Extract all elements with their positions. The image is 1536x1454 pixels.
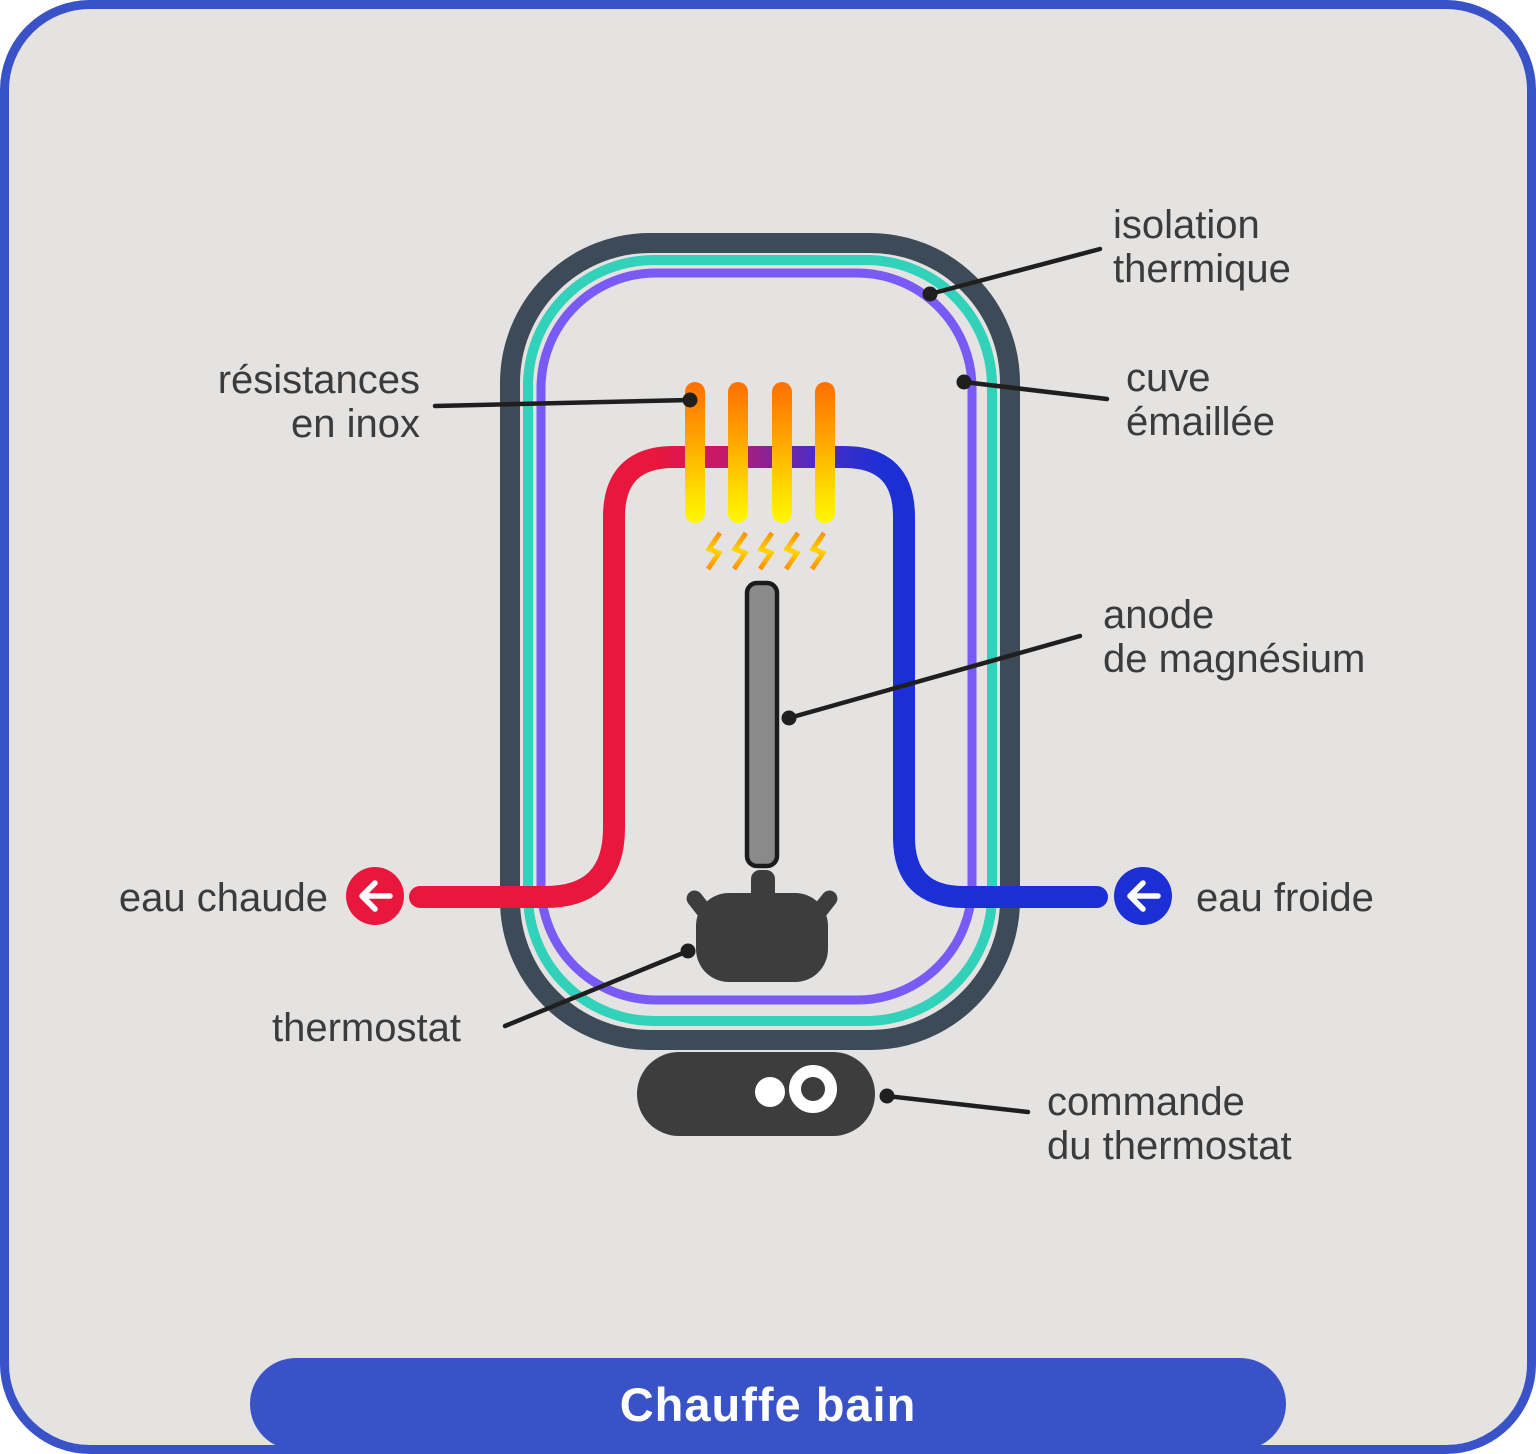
heating-rod xyxy=(685,382,705,523)
control-knob xyxy=(789,1065,837,1113)
heating-rods-icon xyxy=(685,382,835,523)
label-cuve-line1: cuve xyxy=(1126,356,1211,400)
label-anode-line2: de magnésium xyxy=(1103,637,1366,681)
cold-water-arrow-icon xyxy=(1114,867,1172,925)
heating-rod xyxy=(815,382,835,523)
label-resistances: résistances en inox xyxy=(100,358,420,446)
thermostat-body xyxy=(696,893,828,982)
label-isolation: isolation thermique xyxy=(1113,203,1291,291)
label-anode: anode de magnésium xyxy=(1103,593,1365,681)
thermostat-control-icon xyxy=(637,1052,875,1136)
water-pipe xyxy=(409,446,1108,908)
leader-commande xyxy=(884,1093,1031,1115)
label-commande-line1: commande xyxy=(1047,1080,1245,1124)
label-isolation-line2: thermique xyxy=(1113,247,1291,291)
leader-dots xyxy=(680,286,972,1104)
enamel-tank-line xyxy=(536,268,977,1005)
leader-thermostat xyxy=(502,948,691,1029)
label-resistances-line1: résistances xyxy=(217,358,420,402)
label-commande: commande du thermostat xyxy=(1047,1080,1292,1168)
thermal-insulation-line xyxy=(523,255,997,1026)
heating-rod xyxy=(728,382,748,523)
page-title: Chauffe bain xyxy=(619,1377,917,1431)
tank-outer-shell xyxy=(500,233,1020,1050)
label-commande-line2: du thermostat xyxy=(1047,1124,1292,1168)
label-cuve-line2: émaillée xyxy=(1126,400,1275,444)
label-cuve: cuve émaillée xyxy=(1126,356,1275,444)
label-thermostat: thermostat xyxy=(272,1006,461,1050)
magnesium-anode-rod xyxy=(744,580,780,869)
label-eau-froide: eau froide xyxy=(1196,876,1374,920)
label-eau-chaude-text: eau chaude xyxy=(118,876,328,920)
thermostat-icon xyxy=(686,870,838,982)
control-indicator-dot xyxy=(755,1077,785,1107)
title-banner: Chauffe bain xyxy=(250,1358,1286,1450)
leader-lines xyxy=(432,246,1110,1115)
heat-waves-icon xyxy=(705,531,827,571)
leader-resistances xyxy=(432,397,693,409)
label-eau-froide-text: eau froide xyxy=(1196,876,1374,920)
hot-water-arrow-icon xyxy=(346,867,404,925)
leader-anode xyxy=(786,633,1083,721)
leader-isolation xyxy=(927,246,1103,297)
label-resistances-line2: en inox xyxy=(291,402,420,446)
label-anode-line1: anode xyxy=(1103,593,1215,637)
label-thermostat-text: thermostat xyxy=(272,1006,461,1050)
leader-cuve xyxy=(961,379,1110,402)
heating-rod xyxy=(772,382,792,523)
label-eau-chaude: eau chaude xyxy=(28,876,328,920)
label-isolation-line1: isolation xyxy=(1113,203,1260,247)
